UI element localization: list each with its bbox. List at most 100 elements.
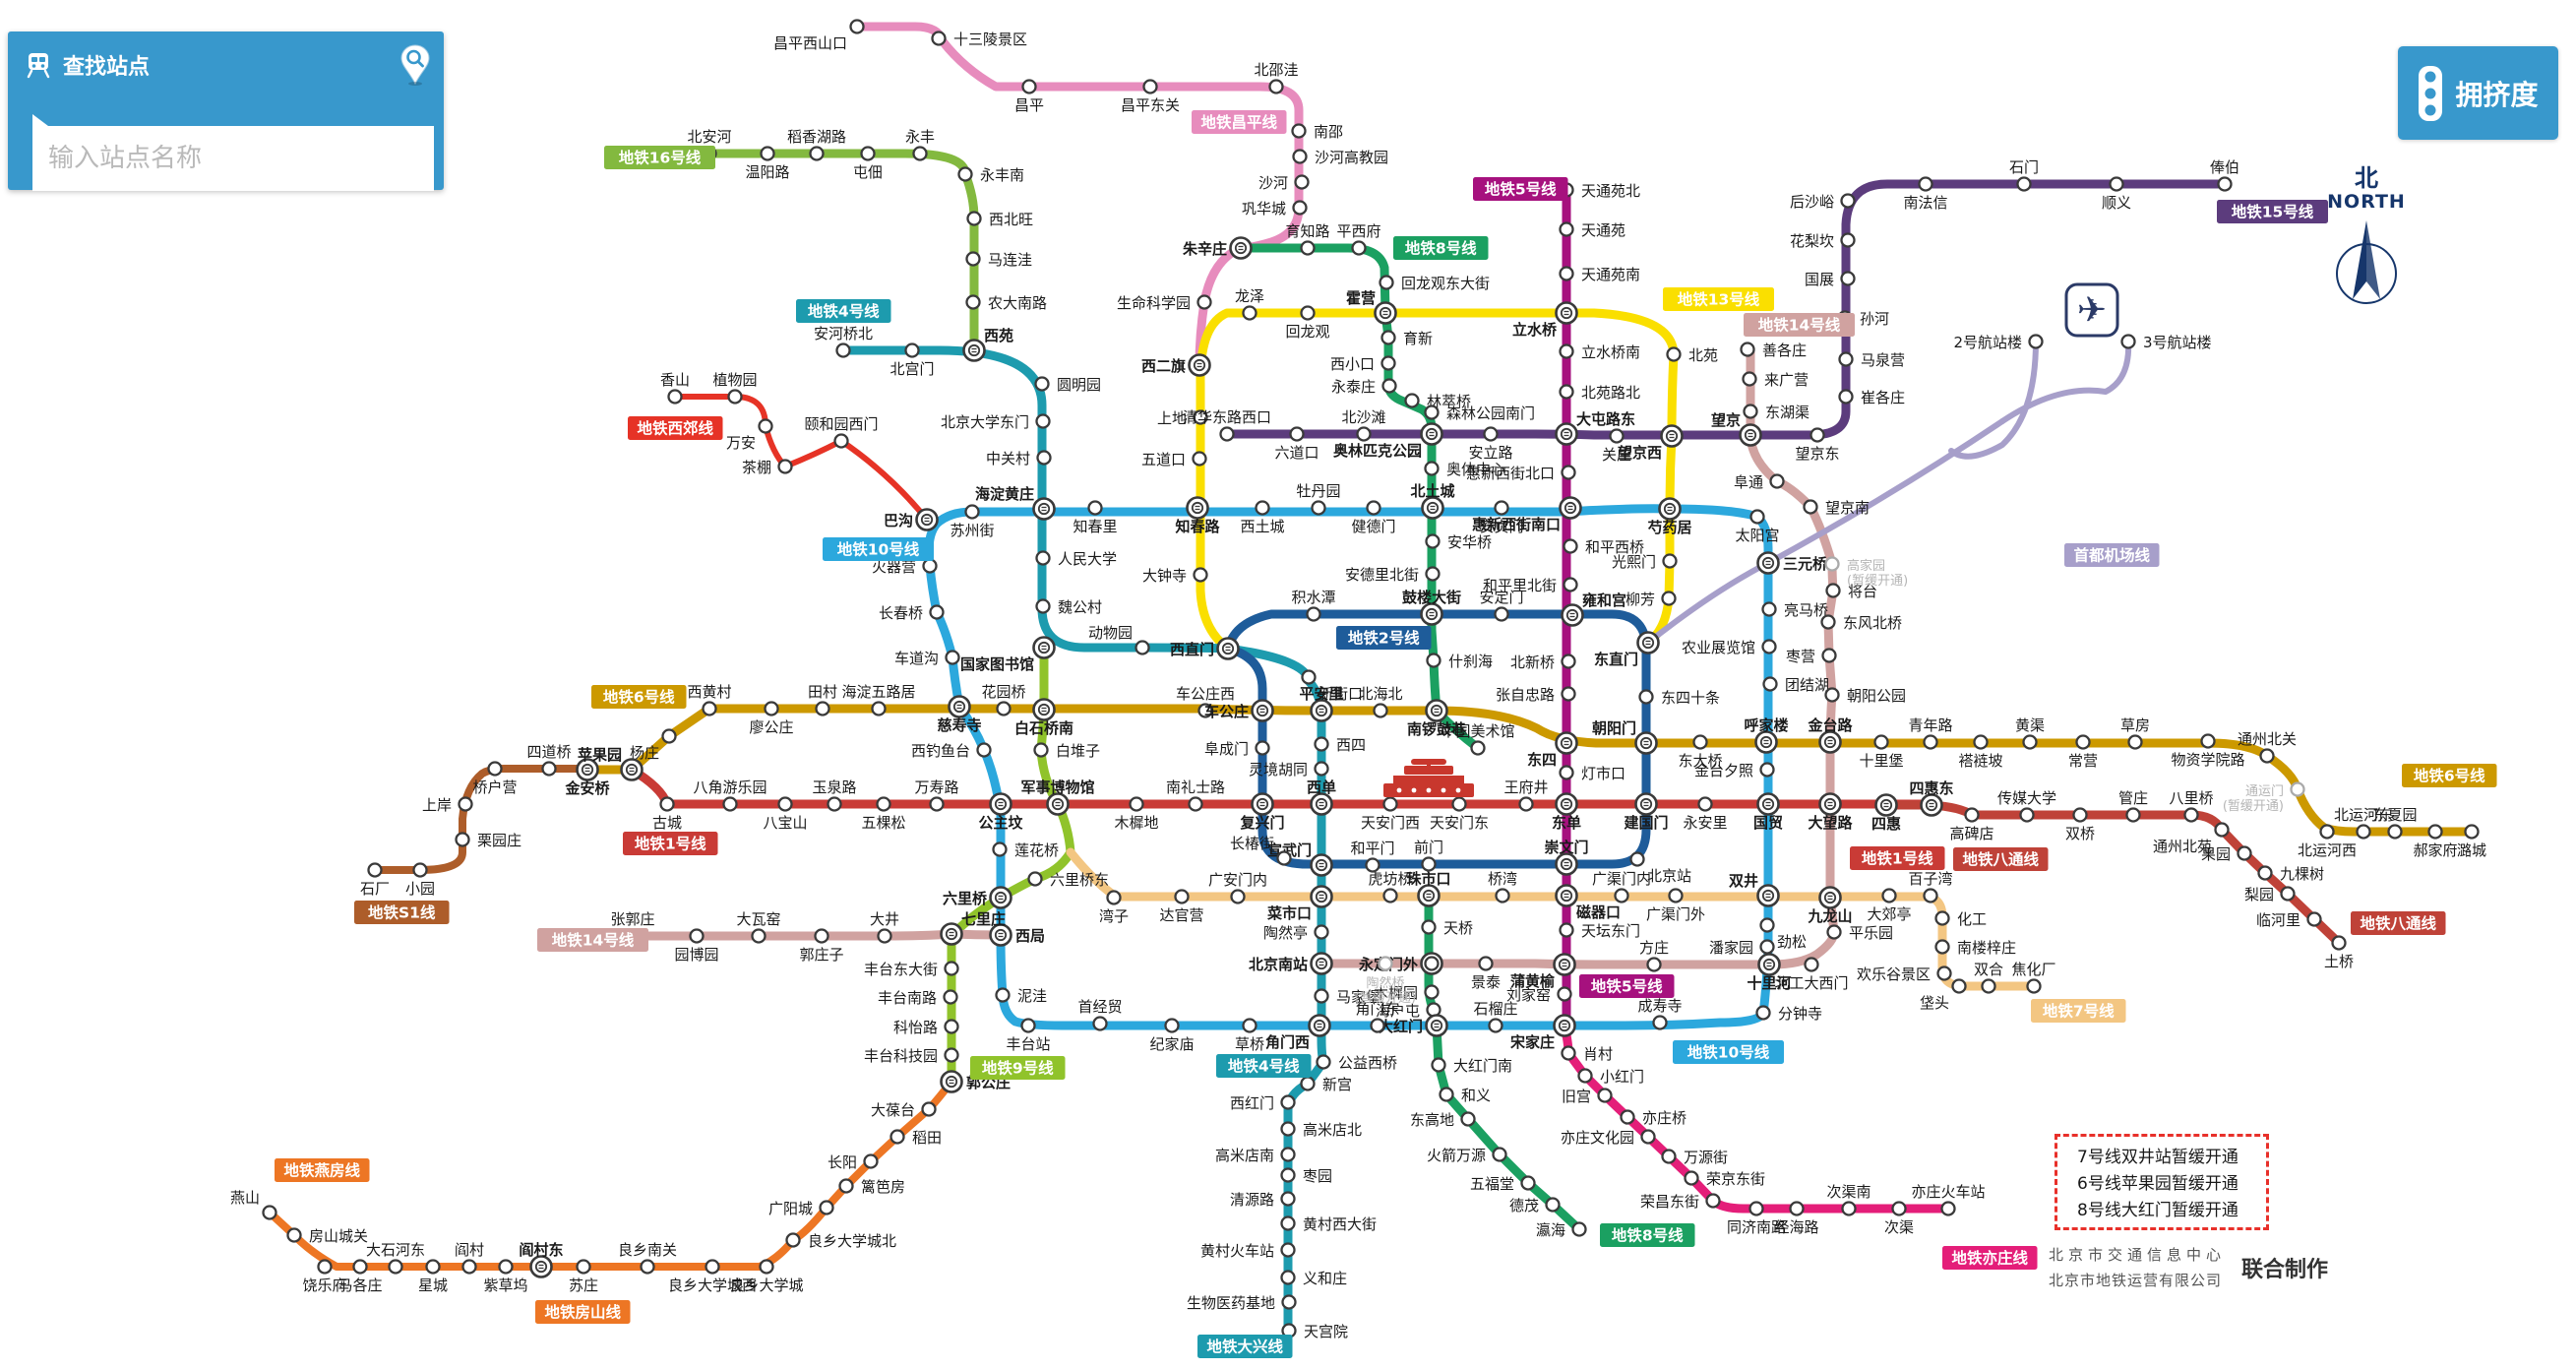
station-dot[interactable] — [1661, 591, 1677, 606]
station-dot[interactable] — [1032, 497, 1056, 521]
station-dot[interactable] — [1193, 409, 1208, 425]
station-dot[interactable] — [1242, 305, 1257, 321]
station-dot[interactable] — [1825, 583, 1841, 598]
station-dot[interactable] — [871, 701, 887, 716]
station-dot[interactable] — [1555, 301, 1578, 325]
station-dot[interactable] — [760, 146, 775, 161]
station-dot[interactable] — [1759, 762, 1775, 778]
station-dot[interactable] — [1891, 1201, 1907, 1216]
station-dot[interactable] — [1555, 731, 1578, 755]
station-dot[interactable] — [1934, 910, 1950, 926]
station-dot[interactable] — [1291, 123, 1307, 139]
station-dot[interactable] — [1520, 1175, 1536, 1191]
locate-search-icon[interactable] — [400, 44, 430, 86]
station-dot[interactable] — [1420, 602, 1443, 626]
station-dot[interactable] — [576, 758, 599, 781]
station-dot[interactable] — [1840, 271, 1856, 286]
station-dot[interactable] — [1597, 1088, 1613, 1103]
station-dot[interactable] — [1684, 1170, 1699, 1186]
station-dot[interactable] — [1351, 240, 1367, 256]
station-dot[interactable] — [1705, 1193, 1721, 1209]
station-dot[interactable] — [1310, 792, 1333, 816]
station-dot[interactable] — [1216, 637, 1240, 660]
station-dot[interactable] — [2028, 334, 2044, 349]
station-dot[interactable] — [1821, 648, 1837, 663]
station-dot[interactable] — [1981, 978, 1996, 994]
station-dot[interactable] — [966, 211, 982, 226]
station-dot[interactable] — [2290, 781, 2305, 797]
station-dot[interactable] — [1251, 699, 1274, 722]
station-dot[interactable] — [1873, 734, 1889, 750]
station-dot[interactable] — [944, 1019, 959, 1034]
station-dot[interactable] — [929, 604, 945, 620]
station-dot[interactable] — [1555, 792, 1578, 816]
station-dot[interactable] — [1087, 500, 1103, 516]
station-dot[interactable] — [835, 342, 851, 358]
station-dot[interactable] — [2214, 822, 2230, 838]
station-dot[interactable] — [1439, 1087, 1454, 1102]
station-dot[interactable] — [1553, 953, 1576, 976]
station-dot[interactable] — [1754, 730, 1778, 754]
station-dot[interactable] — [541, 761, 557, 777]
station-dot[interactable] — [1020, 1018, 1036, 1033]
station-dot[interactable] — [809, 146, 825, 161]
station-dot[interactable] — [1545, 1197, 1561, 1213]
station-dot[interactable] — [849, 19, 865, 34]
station-dot[interactable] — [576, 1259, 591, 1275]
station-dot[interactable] — [965, 251, 981, 267]
station-dot[interactable] — [1577, 1068, 1593, 1084]
station-dot[interactable] — [2072, 807, 2088, 823]
station-dot[interactable] — [2019, 807, 2035, 823]
station-dot[interactable] — [1620, 1109, 1635, 1125]
station-dot[interactable] — [1559, 496, 1582, 520]
station-dot[interactable] — [764, 701, 779, 716]
station-dot[interactable] — [1662, 553, 1678, 569]
station-dot[interactable] — [1424, 956, 1440, 971]
station-dot[interactable] — [2331, 935, 2347, 951]
station-dot[interactable] — [1555, 422, 1578, 446]
station-dot[interactable] — [1561, 603, 1584, 627]
station-dot[interactable] — [1294, 174, 1310, 190]
station-dot[interactable] — [2280, 886, 2296, 902]
station-dot[interactable] — [1818, 792, 1842, 816]
station-dot[interactable] — [1756, 792, 1780, 816]
station-dot[interactable] — [1421, 856, 1437, 872]
station-dot[interactable] — [1188, 796, 1203, 812]
station-dot[interactable] — [1841, 1201, 1857, 1216]
station-dot[interactable] — [1186, 496, 1209, 520]
station-dot[interactable] — [722, 796, 738, 812]
station-dot[interactable] — [989, 886, 1012, 909]
station-dot[interactable] — [286, 1227, 302, 1243]
station-dot[interactable] — [1492, 1147, 1507, 1162]
station-dot[interactable] — [1035, 413, 1051, 429]
station-dot[interactable] — [1314, 924, 1329, 940]
station-dot[interactable] — [1425, 566, 1441, 582]
station-dot[interactable] — [689, 928, 705, 944]
station-dot[interactable] — [1219, 426, 1235, 442]
station-dot[interactable] — [1666, 346, 1682, 362]
station-dot[interactable] — [1555, 852, 1578, 876]
station-dot[interactable] — [931, 31, 947, 46]
station-dot[interactable] — [1374, 301, 1397, 325]
station-dot[interactable] — [944, 961, 959, 976]
station-dot[interactable] — [1373, 703, 1388, 718]
station-dot[interactable] — [921, 1101, 937, 1117]
station-dot[interactable] — [758, 418, 773, 434]
station-dot[interactable] — [1762, 676, 1778, 692]
station-dot[interactable] — [529, 1255, 553, 1278]
station-dot[interactable] — [1652, 1015, 1668, 1030]
station-dot[interactable] — [1559, 765, 1574, 780]
station-dot[interactable] — [777, 796, 793, 812]
station-dot[interactable] — [1803, 499, 1818, 515]
station-dot[interactable] — [1563, 577, 1578, 592]
station-dot[interactable] — [1756, 551, 1780, 575]
station-dot[interactable] — [1756, 884, 1780, 907]
station-dot[interactable] — [1106, 890, 1122, 905]
station-dot[interactable] — [1692, 734, 1708, 750]
station-dot[interactable] — [1255, 740, 1270, 756]
station-dot[interactable] — [1276, 850, 1292, 866]
congestion-button[interactable]: 拥挤度 — [2398, 46, 2558, 140]
station-dot[interactable] — [1740, 342, 1755, 357]
station-dot[interactable] — [1280, 1147, 1296, 1162]
station-dot[interactable] — [1495, 888, 1510, 903]
